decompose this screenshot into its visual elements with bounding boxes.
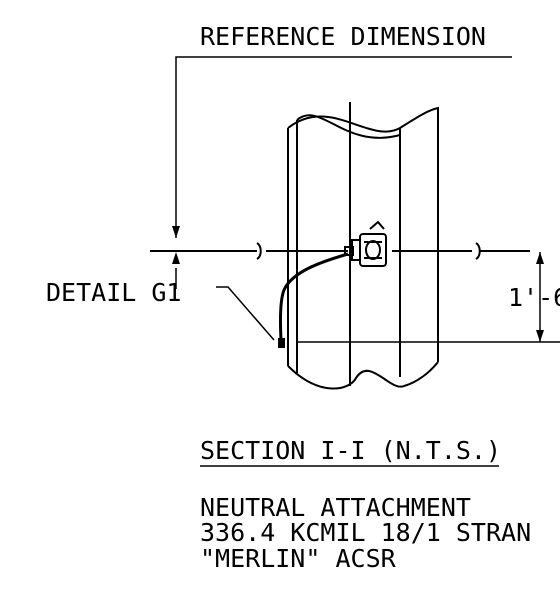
dimension-value: 1'-6 — [508, 283, 560, 312]
note-line-2: 336.4 KCMIL 18/1 STRAN — [200, 518, 531, 547]
height-dimension: 1'-6 — [296, 252, 560, 343]
pole — [287, 102, 439, 390]
detail-leader — [216, 286, 275, 341]
neutral-attachment-hardware — [344, 220, 387, 267]
bond-clamp — [278, 338, 285, 348]
note-line-1: NEUTRAL ATTACHMENT — [200, 493, 471, 522]
reference-dimension-label: REFERENCE DIMENSION — [200, 22, 486, 51]
reference-arrow-down — [172, 226, 180, 238]
reference-leader-line — [175, 56, 512, 238]
neutral-conductor — [150, 242, 530, 260]
reference-arrow-up — [172, 252, 180, 264]
note-line-3: "MERLIN" ACSR — [200, 544, 397, 573]
section-title: SECTION I-I (N.T.S.) — [200, 436, 501, 465]
detail-g1-label: DETAIL G1 — [46, 278, 181, 307]
bond-wire — [278, 252, 349, 341]
